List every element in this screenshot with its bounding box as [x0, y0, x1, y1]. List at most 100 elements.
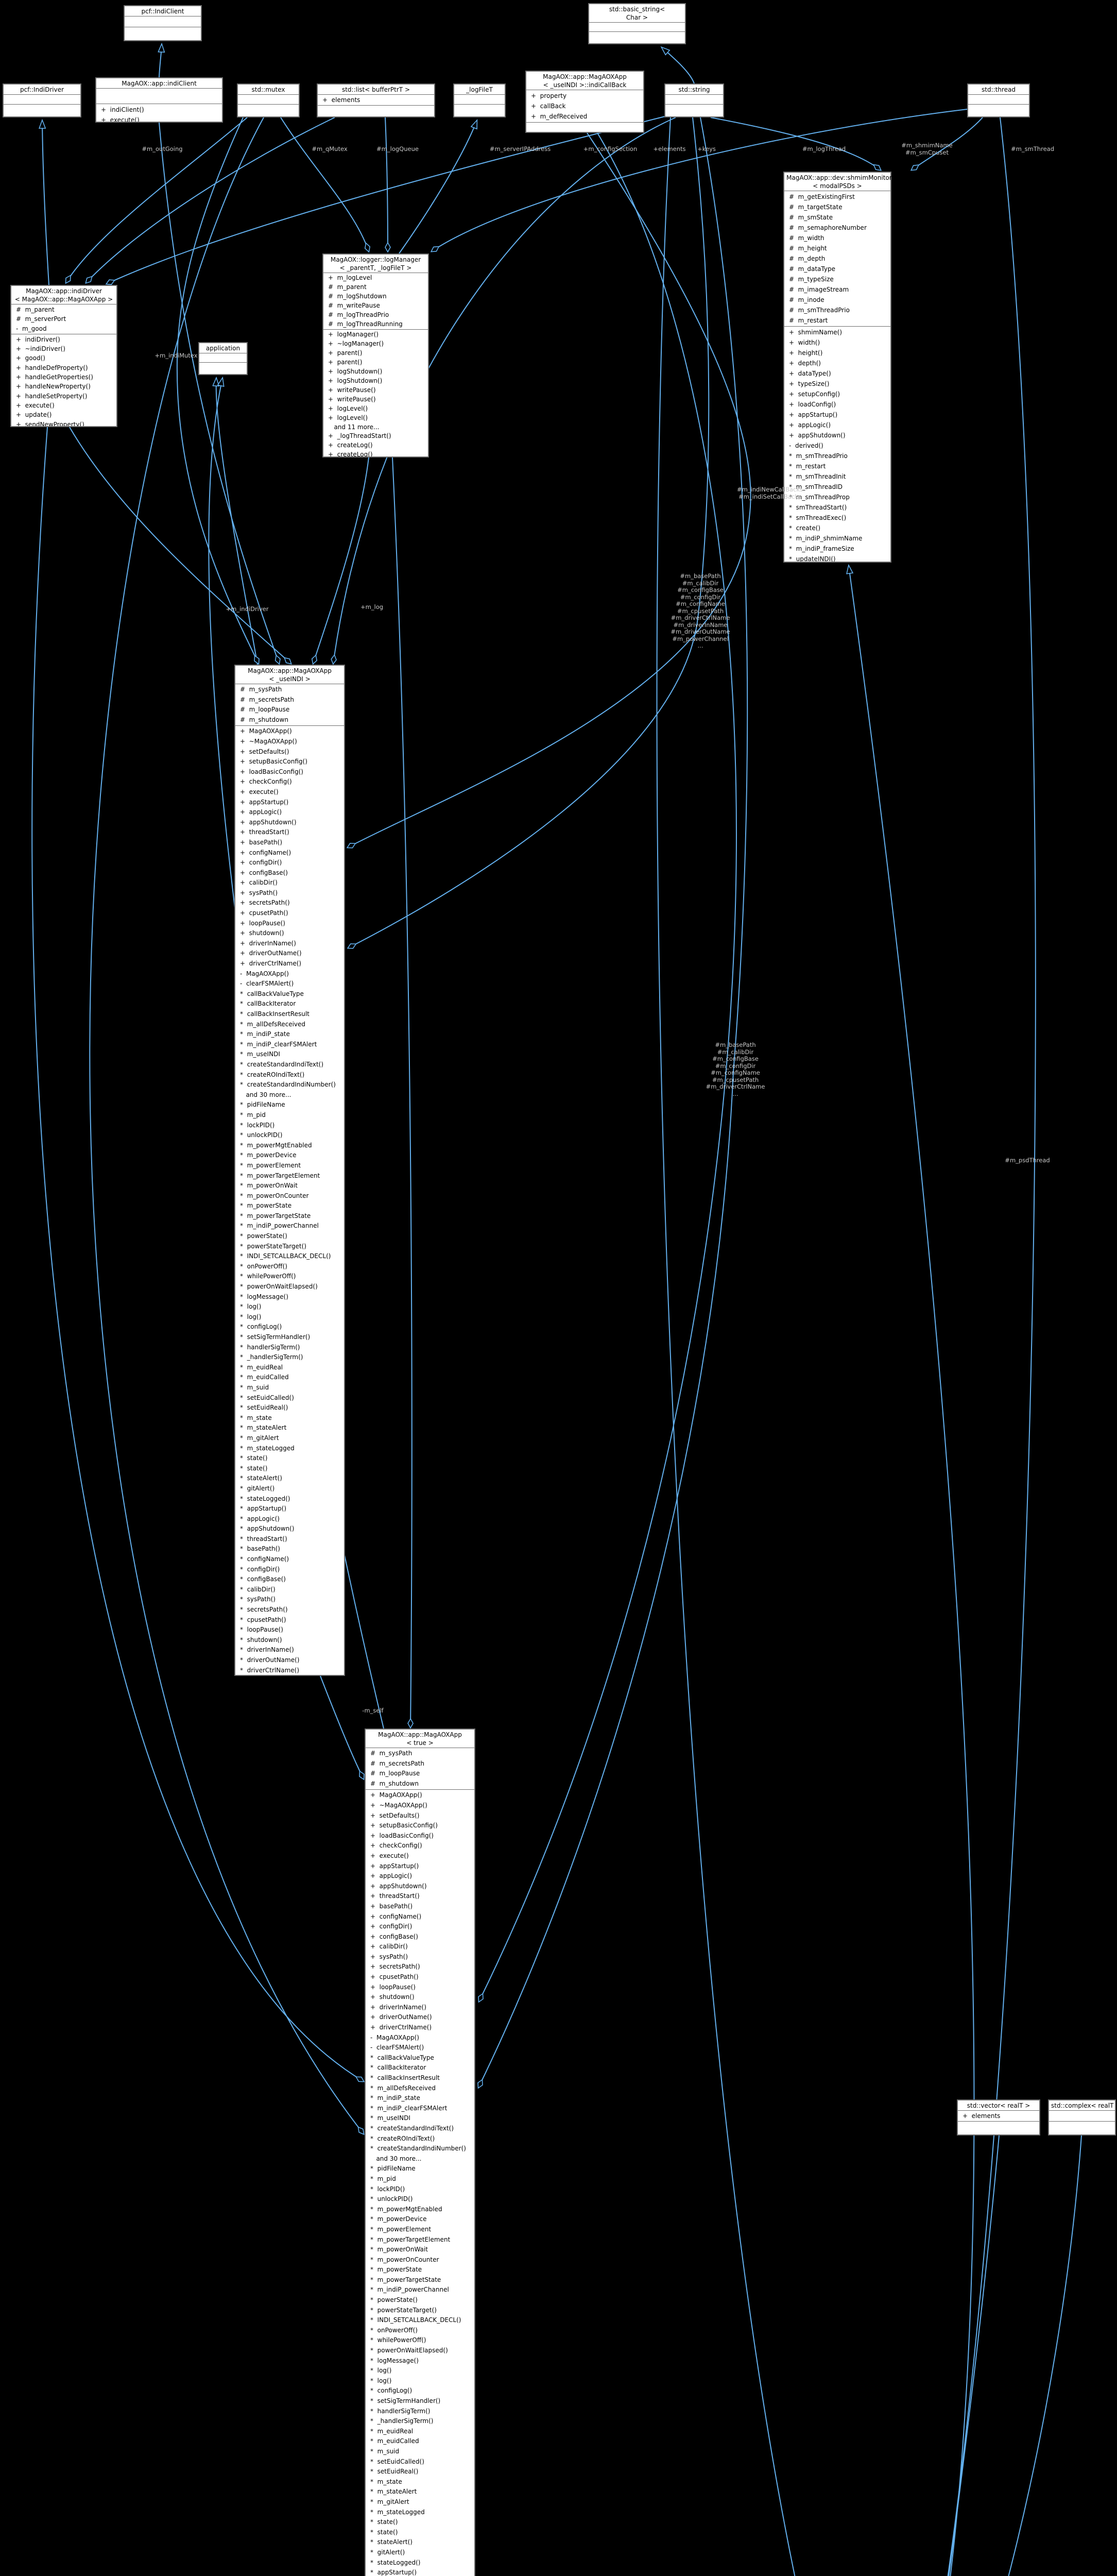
member-row: * m_powerDevice: [240, 1151, 297, 1159]
member-row: + configBase(): [240, 869, 288, 876]
class-node-magaox-indiclient[interactable]: MagAOX::app::indiClient+ indiClient()+ e…: [95, 77, 223, 123]
member-row: + appLogic(): [789, 421, 831, 429]
member-row: * log(): [240, 1313, 262, 1320]
class-node-magaoxapp-useindi[interactable]: MagAOX::app::MagAOXApp< _useINDI ># m_sy…: [234, 665, 345, 1676]
class-node-title-line: std::thread: [982, 86, 1016, 93]
member-row: * m_powerOnCounter: [240, 1192, 309, 1199]
member-row: * setEuidReal(): [370, 2468, 419, 2476]
member-row: + setupConfig(): [789, 391, 840, 398]
member-row: # m_getExistingFirst: [789, 193, 855, 200]
member-row: + handleSetProperty(): [16, 392, 88, 400]
member-row: * powerOnWaitElapsed(): [240, 1283, 318, 1291]
class-node-title-line: < modalPSDs >: [813, 182, 862, 190]
member-row: # m_loopPause: [240, 706, 290, 714]
relationship-edge: [89, 117, 364, 2134]
member-row: + indiDriver(): [16, 335, 60, 343]
class-node-pcf-indiclient[interactable]: pcf::IndiClient: [124, 5, 202, 41]
member-row: * m_powerTargetElement: [240, 1172, 320, 1179]
edge-label-line: +m_indiMutex: [154, 352, 198, 359]
member-row: * m_smThreadInit: [789, 473, 846, 480]
attributes-compartment: [199, 353, 247, 362]
attributes-compartment: [968, 94, 1029, 104]
edge-label-line: #m_basePath: [715, 1041, 756, 1048]
class-node-std-vector[interactable]: std::vector< realT >+ elements: [957, 2099, 1040, 2136]
relationship-edge: [69, 427, 291, 664]
member-row: * m_smThreadProp: [789, 494, 850, 501]
class-node-title: std::basic_string<Char >: [589, 4, 685, 22]
member-row: * createStandardIndiNumber(): [240, 1081, 336, 1089]
member-row: * configDir(): [240, 1565, 280, 1573]
edge-label: #m_basePath#m_calibDir#m_configBase#m_co…: [706, 1041, 765, 1097]
edge-label: #m_logThread: [802, 145, 846, 153]
member-row: # m_serverPort: [16, 315, 66, 323]
class-node-title: MagAOX::app::dev::shmimMonitor< modalPSD…: [784, 173, 892, 191]
member-row: * m_powerMgtEnabled: [370, 2205, 442, 2213]
class-node-application[interactable]: application: [198, 342, 248, 375]
class-node-title-line: std::string: [678, 86, 710, 93]
class-node-title-line: std::list< bufferPtrT >: [341, 86, 410, 93]
relationship-edge: [320, 1675, 364, 1779]
edge-label: +elements: [653, 145, 685, 153]
edge-label-line: #m_basePath: [680, 572, 721, 580]
member-row: + writePause(): [328, 386, 376, 394]
member-row: * gitAlert(): [240, 1484, 275, 1492]
member-row: + shmimName(): [789, 329, 843, 336]
class-node-title-line: < MagAOX::app::MagAOXApp >: [14, 296, 113, 303]
methods-compartment: [665, 104, 723, 116]
class-node-std-thread[interactable]: std::thread: [967, 83, 1030, 117]
member-row: - clearFSMAlert(): [370, 2044, 424, 2052]
class-node-std-complex[interactable]: std::complex< realT >: [1048, 2099, 1117, 2136]
member-row: # m_inode: [789, 296, 824, 303]
class-node-title-line: std::basic_string<: [609, 6, 665, 13]
member-row: + appStartup(): [370, 1862, 419, 1870]
class-node-magaoxapp-true[interactable]: MagAOX::app::MagAOXApp< true ># m_sysPat…: [365, 1728, 475, 2576]
methods-compartment: [4, 104, 80, 116]
member-row: * pidFileName: [370, 2165, 416, 2173]
class-node-std-mutex[interactable]: std::mutex: [237, 83, 300, 117]
edge-label-line: #m_configBase: [677, 586, 724, 594]
class-node-title: std::list< bufferPtrT >: [318, 84, 434, 94]
member-row: + driverInName(): [240, 939, 296, 947]
class-node-std-string[interactable]: std::string: [664, 83, 724, 117]
class-node-std-list[interactable]: std::list< bufferPtrT >+ elements: [317, 83, 435, 117]
class-node-title-line: MagAOX::logger::logManager: [330, 256, 421, 263]
attributes-compartment: [4, 94, 80, 104]
member-row: # m_secretsPath: [370, 1759, 424, 1767]
edge-label-line: #m_configName: [711, 1069, 760, 1076]
member-row: + loopPause(): [370, 1983, 416, 1991]
member-row: + ~logManager(): [328, 340, 384, 348]
edge-label: +m_configSection: [583, 145, 638, 153]
class-node-indidriver-app[interactable]: MagAOX::app::indiDriver< MagAOX::app::Ma…: [10, 285, 117, 427]
edge-label-line: #m_qMutex: [312, 145, 348, 152]
class-node-logmanager[interactable]: MagAOX::logger::logManager< _parentT, _l…: [322, 253, 429, 457]
member-row: + driverInName(): [370, 2003, 426, 2011]
member-row: * m_powerState: [240, 1202, 292, 1210]
member-row: + setDefaults(): [240, 748, 289, 755]
class-node-std-basic-string[interactable]: std::basic_string<Char >: [588, 3, 686, 44]
member-row: * m_indiP_clearFSMAlert: [370, 2104, 448, 2112]
member-row: and 11 more...: [328, 423, 380, 431]
edge-label-line: ...: [697, 642, 703, 649]
member-row: * m_suid: [370, 2447, 400, 2455]
member-row: * m_powerState: [370, 2266, 422, 2274]
member-row: * m_indiP_state: [240, 1030, 290, 1038]
class-node-shmimmonitor[interactable]: MagAOX::app::dev::shmimMonitor< modalPSD…: [783, 172, 892, 563]
member-row: + ~indiDriver(): [16, 345, 65, 353]
attributes-compartment: # m_sysPath# m_secretsPath# m_loopPause#…: [235, 684, 344, 725]
class-node-indicallback[interactable]: MagAOX::app::MagAOXApp< _useINDI >::indi…: [525, 71, 644, 133]
member-row: # m_logThreadRunning: [328, 320, 403, 328]
class-node-title-line: < true >: [406, 1739, 434, 1747]
class-node-title: std::mutex: [238, 84, 299, 94]
edge-label: #m_qMutex: [312, 145, 348, 153]
member-row: * setEuidReal(): [240, 1404, 288, 1412]
member-row: * appStartup(): [370, 2569, 417, 2576]
member-row: * onPowerOff(): [240, 1262, 287, 1270]
class-node-logfilet[interactable]: _logFileT: [453, 83, 506, 117]
member-row: * m_pid: [370, 2175, 396, 2182]
member-row: * handlerSigTerm(): [240, 1343, 300, 1351]
member-row: # m_height: [789, 245, 827, 252]
class-node-pcf-indidriver[interactable]: pcf::IndiDriver: [3, 83, 81, 117]
member-row: * configLog(): [370, 2387, 413, 2395]
member-row: + checkConfig(): [370, 1842, 422, 1850]
member-row: * log(): [240, 1303, 262, 1311]
